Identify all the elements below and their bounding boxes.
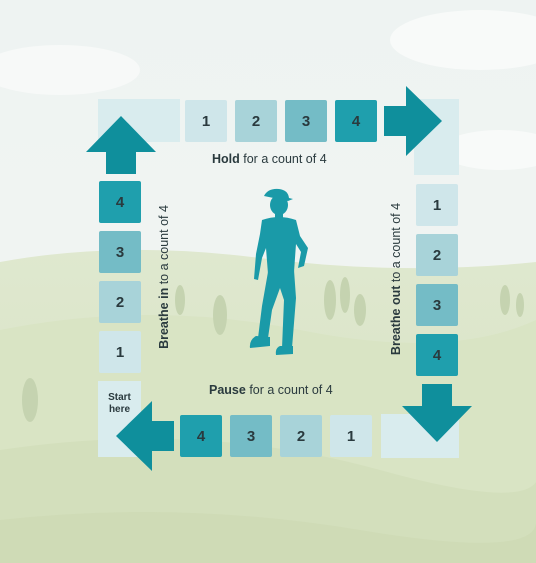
breathe-out-keyword: Breathe out [389,285,403,356]
count-tile-bottom-4: 4 [180,415,222,457]
arrow-left-icon [116,401,174,471]
arrow-up-icon [86,116,156,174]
hold-label: Hold for a count of 4 [212,152,327,166]
count-tile-left-1: 1 [99,331,141,373]
pause-keyword: Pause [209,383,246,397]
count-tile-bottom-2: 2 [280,415,322,457]
pause-label: Pause for a count of 4 [209,383,333,397]
breathe-out-rest: to a count of 4 [389,202,403,286]
count-tile-top-4: 4 [335,100,377,142]
breathe-in-keyword: Breathe in [157,287,171,349]
hold-rest: for a count of 4 [239,152,327,166]
count-tile-right-2: 2 [416,234,458,276]
breathe-in-label: Breathe in to a count of 4 [154,182,174,372]
standing-person-icon [249,188,308,355]
count-tile-top-3: 3 [285,100,327,142]
count-tile-left-3: 3 [99,231,141,273]
pause-rest: for a count of 4 [245,383,333,397]
start-here-label: Start here [108,391,131,415]
count-tile-bottom-1: 1 [330,415,372,457]
breathe-out-label: Breathe out to a count of 4 [386,184,406,374]
count-tile-right-1: 1 [416,184,458,226]
count-tile-top-2: 2 [235,100,277,142]
count-tile-left-4: 4 [99,181,141,223]
hold-keyword: Hold [212,152,240,166]
arrow-right-icon [384,86,442,156]
arrow-down-icon [402,384,472,442]
count-tile-right-4: 4 [416,334,458,376]
count-tile-right-3: 3 [416,284,458,326]
breathe-in-rest: to a count of 4 [157,205,171,288]
count-tile-left-2: 2 [99,281,141,323]
count-tile-bottom-3: 3 [230,415,272,457]
count-tile-top-1: 1 [185,100,227,142]
